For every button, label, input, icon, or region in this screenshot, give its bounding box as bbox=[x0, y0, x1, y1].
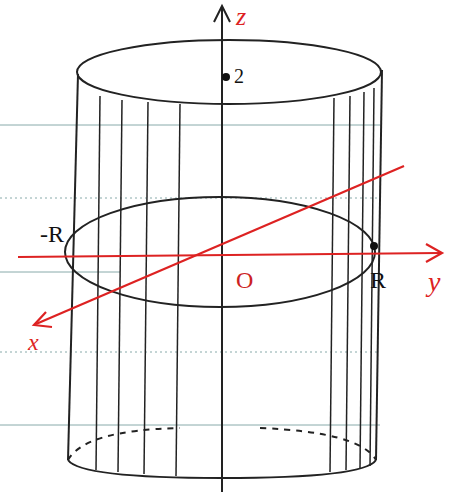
axis-label: 2 bbox=[234, 66, 244, 86]
axis-label: R bbox=[370, 268, 386, 292]
axis-label: O bbox=[236, 268, 253, 292]
axis-label: -R bbox=[40, 222, 64, 246]
axis-label: y bbox=[428, 268, 440, 296]
axis-label: z bbox=[236, 4, 246, 30]
axis-label: x bbox=[28, 330, 39, 354]
